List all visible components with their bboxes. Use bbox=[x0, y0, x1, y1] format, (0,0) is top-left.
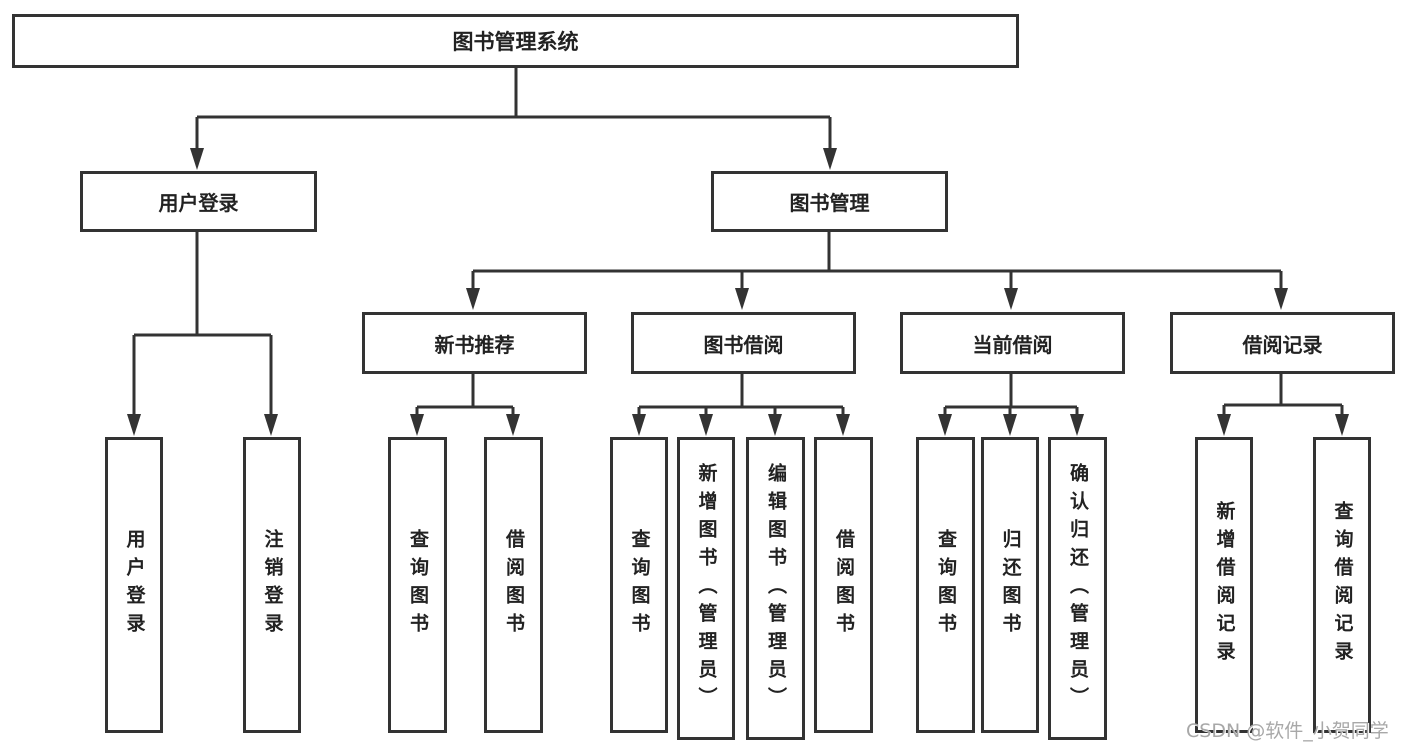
arrowhead bbox=[264, 414, 278, 436]
arrowhead bbox=[823, 148, 837, 170]
csdn-watermark: CSDN @软件_小贺同学 bbox=[1186, 720, 1389, 742]
arrowhead bbox=[1070, 414, 1084, 436]
leaf-query-borrow-record: 查询借阅记录 bbox=[1313, 437, 1371, 733]
leaf-return-books: 归还图书 bbox=[981, 437, 1039, 733]
leaf-user-login: 用户登录 bbox=[105, 437, 163, 733]
arrowhead bbox=[506, 414, 520, 436]
connector-borrow-records-children bbox=[1222, 374, 1344, 420]
arrowhead bbox=[836, 414, 850, 436]
node-user-login: 用户登录 bbox=[80, 171, 317, 232]
node-borrowing-records: 借阅记录 bbox=[1170, 312, 1395, 374]
arrowhead bbox=[735, 288, 749, 310]
arrowhead bbox=[1003, 414, 1017, 436]
arrowhead bbox=[1335, 414, 1349, 436]
arrowhead bbox=[190, 148, 204, 170]
leaf-query-books-under-recommendation: 查询图书 bbox=[388, 437, 447, 733]
connector-new-book-rec-children bbox=[415, 374, 515, 420]
arrowhead bbox=[1217, 414, 1231, 436]
node-book-borrowing: 图书借阅 bbox=[631, 312, 856, 374]
arrowhead bbox=[699, 414, 713, 436]
leaf-add-borrow-record: 新增借阅记录 bbox=[1195, 437, 1253, 733]
leaf-borrow-books-under-borrowing: 借阅图书 bbox=[814, 437, 873, 733]
leaf-query-books-under-borrowing: 查询图书 bbox=[610, 437, 668, 733]
leaf-add-books-admin: 新增图书（管理员） bbox=[677, 437, 735, 740]
arrowhead bbox=[632, 414, 646, 436]
arrowhead bbox=[768, 414, 782, 436]
arrowhead bbox=[1274, 288, 1288, 310]
arrowhead bbox=[466, 288, 480, 310]
node-current-borrowing: 当前借阅 bbox=[900, 312, 1125, 374]
node-book-management: 图书管理 bbox=[711, 171, 948, 232]
leaf-logout: 注销登录 bbox=[243, 437, 301, 733]
connector-book-borrow-children bbox=[637, 374, 845, 420]
arrowhead bbox=[410, 414, 424, 436]
connector-root-to-level2 bbox=[195, 68, 832, 154]
arrowhead bbox=[127, 414, 141, 436]
node-new-book-recommendation: 新书推荐 bbox=[362, 312, 587, 374]
leaf-confirm-return-admin: 确认归还（管理员） bbox=[1048, 437, 1107, 740]
connector-current-borrow-children bbox=[943, 374, 1079, 420]
arrowhead bbox=[938, 414, 952, 436]
leaf-borrow-books-under-recommendation: 借阅图书 bbox=[484, 437, 543, 733]
arrowhead bbox=[1004, 288, 1018, 310]
connector-user-login-children bbox=[132, 232, 273, 420]
leaf-edit-books-admin: 编辑图书（管理员） bbox=[746, 437, 805, 740]
node-root-library-system: 图书管理系统 bbox=[12, 14, 1019, 68]
leaf-query-books-under-current: 查询图书 bbox=[916, 437, 975, 733]
connector-book-mgmt-children bbox=[471, 232, 1283, 296]
